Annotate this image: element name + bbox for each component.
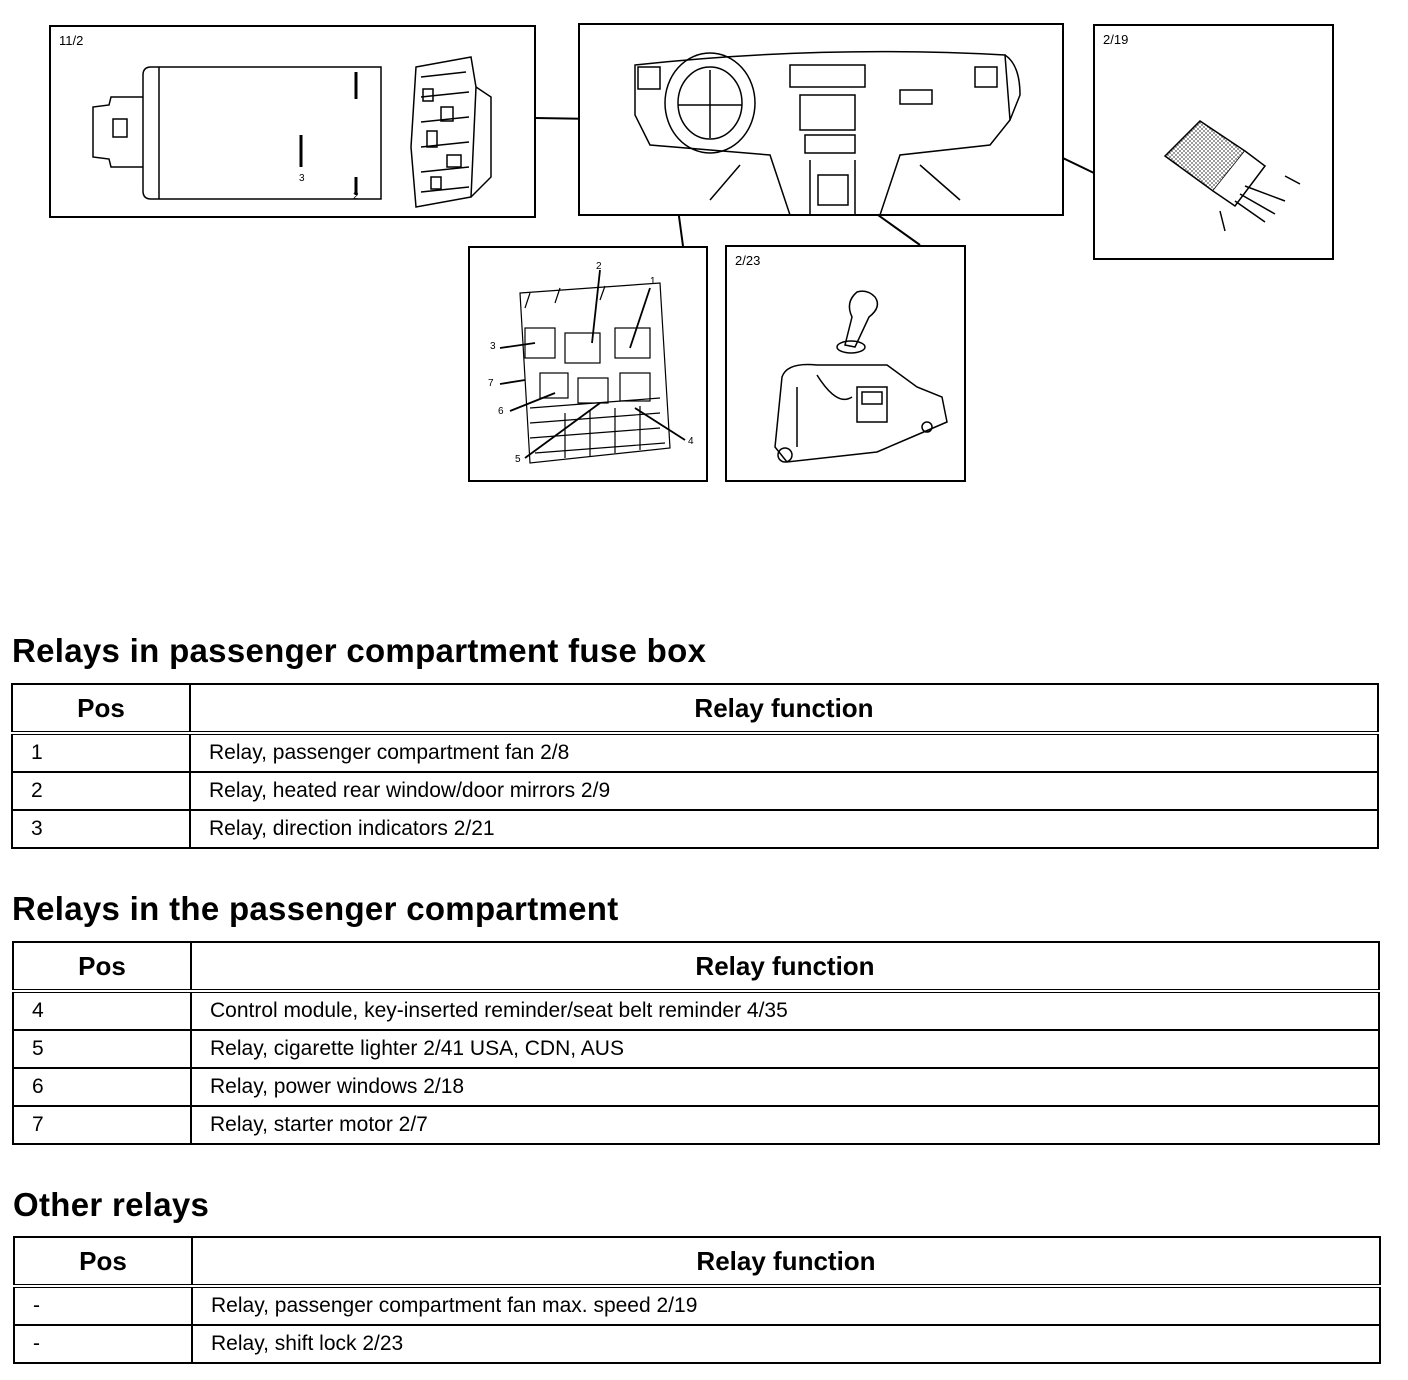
callout-3: 3 [299, 173, 305, 184]
table-row: 7 Relay, starter motor 2/7 [12, 1105, 1380, 1145]
shift-lock-drawing [774, 290, 948, 463]
figure-label: 11/2 [59, 33, 84, 48]
row-pos: 5 [12, 1029, 192, 1069]
shift-lock-figure: 2/23 [725, 245, 966, 482]
callout-1: 1 [650, 276, 656, 287]
table-header-row: Pos Relay function [11, 683, 1379, 734]
row-pos: - [13, 1324, 193, 1364]
table-row: 4 Control module, key-inserted reminder/… [12, 990, 1380, 1031]
table-row: 6 Relay, power windows 2/18 [12, 1067, 1380, 1107]
callout-6: 6 [498, 406, 504, 417]
callout-7: 7 [488, 378, 494, 389]
section-title-passenger-compartment: Relays in the passenger compartment [12, 890, 619, 927]
section-title-fuse-box: Relays in passenger compartment fuse box [12, 632, 707, 669]
table-header-row: Pos Relay function [13, 1236, 1381, 1287]
callout-2: 2 [353, 191, 359, 202]
dashboard-drawing [634, 50, 1021, 216]
row-function: Relay, direction indicators 2/21 [189, 809, 1379, 849]
relay-table-other: Pos Relay function - Relay, passenger co… [13, 1236, 1381, 1364]
column-header-pos: Pos [11, 683, 191, 734]
table-row: - Relay, passenger compartment fan max. … [13, 1285, 1381, 1326]
column-header-pos: Pos [13, 1236, 193, 1287]
fan-relay-figure: 2/19 [1093, 24, 1334, 260]
table-row: 2 Relay, heated rear window/door mirrors… [11, 771, 1379, 811]
callout-4: 4 [688, 436, 694, 447]
figure-label: 2/19 [1103, 32, 1129, 47]
row-pos: 4 [12, 990, 192, 1031]
column-header-function: Relay function [191, 1236, 1381, 1287]
relay-table-fuse-box: Pos Relay function 1 Relay, passenger co… [11, 683, 1379, 849]
row-function: Relay, heated rear window/door mirrors 2… [189, 771, 1379, 811]
table-row: 1 Relay, passenger compartment fan 2/8 [11, 732, 1379, 773]
row-function: Relay, passenger compartment fan 2/8 [189, 732, 1379, 773]
column-header-function: Relay function [189, 683, 1379, 734]
row-function: Control module, key-inserted reminder/se… [190, 990, 1380, 1031]
row-pos: 3 [11, 809, 191, 849]
row-pos: 6 [12, 1067, 192, 1107]
table-row: - Relay, shift lock 2/23 [13, 1324, 1381, 1364]
fuse-box-figure: 11/2 3 2 [49, 25, 536, 218]
row-function: Relay, shift lock 2/23 [191, 1324, 1381, 1364]
section-title-other-relays: Other relays [13, 1186, 210, 1223]
relay-cluster-drawing [499, 269, 686, 464]
column-header-function: Relay function [190, 941, 1380, 992]
table-row: 3 Relay, direction indicators 2/21 [11, 809, 1379, 849]
figure-label: 2/23 [735, 253, 761, 268]
relay-table-passenger-compartment: Pos Relay function 4 Control module, key… [12, 941, 1380, 1145]
dashboard-figure [578, 23, 1064, 216]
relay-cluster-figure: 2 1 3 7 6 5 4 [468, 246, 708, 482]
callout-3: 3 [490, 341, 496, 352]
row-function: Relay, passenger compartment fan max. sp… [191, 1285, 1381, 1326]
table-row: 5 Relay, cigarette lighter 2/41 USA, CDN… [12, 1029, 1380, 1069]
fan-relay-drawing [1163, 120, 1301, 232]
callout-5: 5 [515, 454, 521, 465]
table-header-row: Pos Relay function [12, 941, 1380, 992]
row-function: Relay, power windows 2/18 [190, 1067, 1380, 1107]
row-pos: - [13, 1285, 193, 1326]
row-function: Relay, cigarette lighter 2/41 USA, CDN, … [190, 1029, 1380, 1069]
column-header-pos: Pos [12, 941, 192, 992]
row-function: Relay, starter motor 2/7 [190, 1105, 1380, 1145]
row-pos: 7 [12, 1105, 192, 1145]
row-pos: 1 [11, 732, 191, 773]
fuse-box-drawing [92, 56, 492, 208]
callout-2: 2 [596, 261, 602, 272]
row-pos: 2 [11, 771, 191, 811]
